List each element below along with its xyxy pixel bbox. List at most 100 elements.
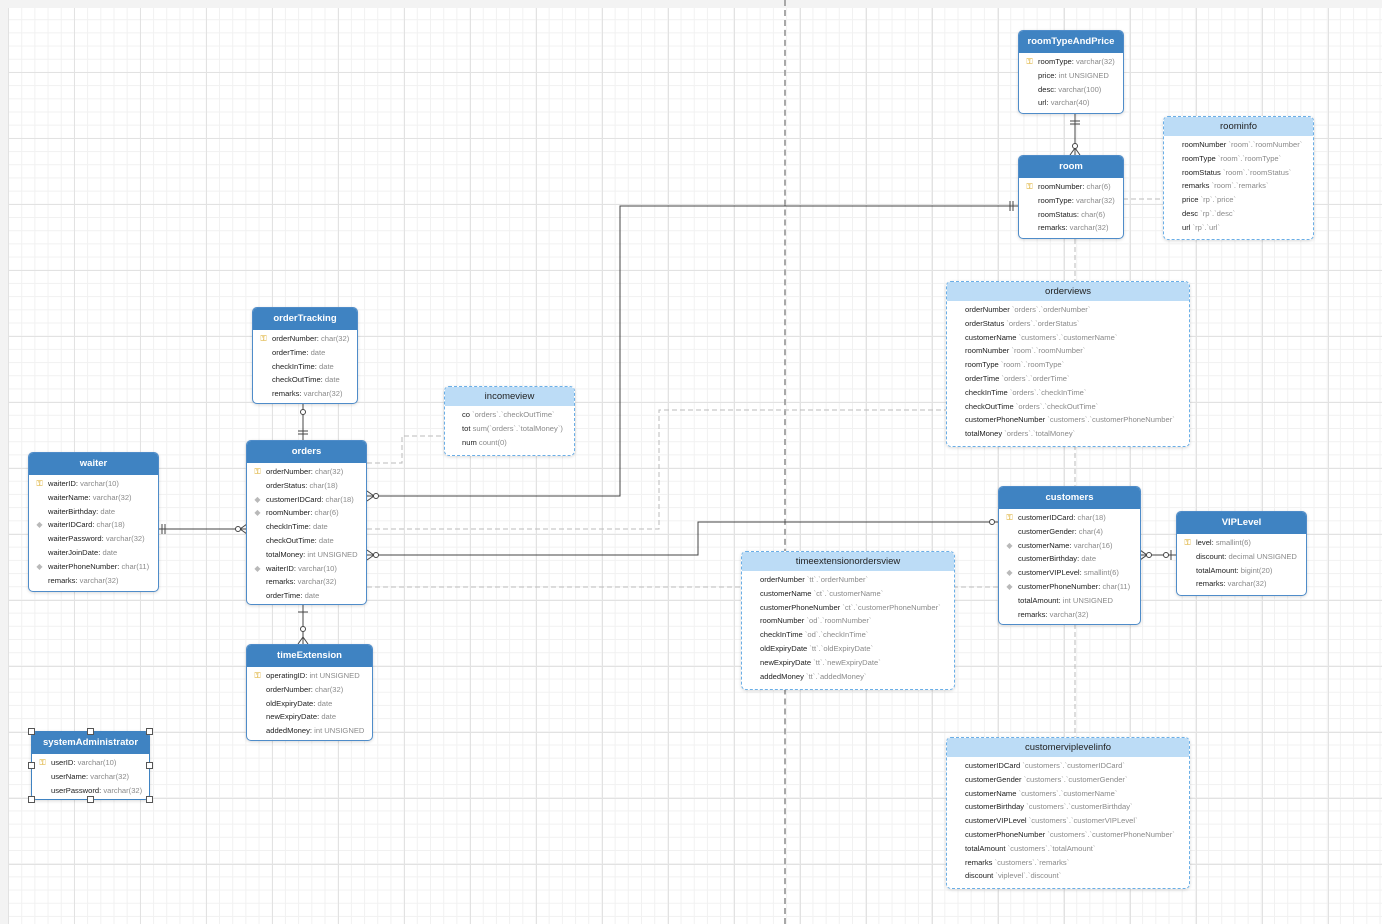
column-row[interactable]: remarks `room`.`remarks` [1164,179,1313,193]
column-row[interactable]: orderStatus `orders`.`orderStatus` [947,317,1189,331]
column-row[interactable]: checkOutTime `orders`.`checkOutTime` [947,400,1189,414]
table-room[interactable]: room ⚿roomNumber: char(6)roomType: varch… [1018,155,1124,239]
column-row[interactable]: remarks: varchar(32) [247,575,366,589]
table-timeextension[interactable]: timeExtension ⚿operatingID: int UNSIGNED… [246,644,373,741]
column-row[interactable]: checkOutTime: date [253,373,357,387]
column-row[interactable]: roomStatus: char(6) [1019,208,1123,222]
column-row[interactable]: discount: decimal UNSIGNED [1177,550,1306,564]
column-row[interactable]: ◆customerIDCard: char(18) [247,493,366,507]
table-roomtypeandprice[interactable]: roomTypeAndPrice ⚿roomType: varchar(32)p… [1018,30,1124,114]
column-row[interactable]: customerPhoneNumber `customers`.`custome… [947,828,1189,842]
column-row[interactable]: waiterJoinDate: date [29,546,158,560]
column-row[interactable]: tot sum(`orders`.`totalMoney`) [445,422,574,436]
column-row[interactable]: remarks: varchar(32) [1177,577,1306,591]
column-row[interactable]: customerGender `customers`.`customerGend… [947,773,1189,787]
column-row[interactable]: totalAmount: bigint(20) [1177,564,1306,578]
column-row[interactable]: ⚿waiterID: varchar(10) [29,477,158,491]
column-row[interactable]: ⚿roomNumber: char(6) [1019,180,1123,194]
column-row[interactable]: ⚿operatingID: int UNSIGNED [247,669,372,683]
column-row[interactable]: roomType `room`.`roomType` [1164,152,1313,166]
column-row[interactable]: price: int UNSIGNED [1019,69,1123,83]
column-row[interactable]: waiterPassword: varchar(32) [29,532,158,546]
column-row[interactable]: newExpiryDate: date [247,710,372,724]
column-row[interactable]: orderTime: date [253,346,357,360]
column-row[interactable]: discount `viplevel`.`discount` [947,869,1189,883]
column-row[interactable]: ◆roomNumber: char(6) [247,506,366,520]
column-row[interactable]: roomType: varchar(32) [1019,194,1123,208]
column-row[interactable]: remarks: varchar(32) [253,387,357,401]
column-row[interactable]: totalAmount: int UNSIGNED [999,594,1140,608]
resize-handle[interactable] [146,728,153,735]
column-row[interactable]: customerBirthday: date [999,552,1140,566]
column-row[interactable]: waiterName: varchar(32) [29,491,158,505]
column-row[interactable]: customerName `customers`.`customerName` [947,787,1189,801]
column-row[interactable]: remarks: varchar(32) [29,574,158,588]
column-row[interactable]: oldExpiryDate `tt`.`oldExpiryDate` [742,642,954,656]
column-row[interactable]: num count(0) [445,436,574,450]
column-row[interactable]: totalAmount `customers`.`totalAmount` [947,842,1189,856]
column-row[interactable]: checkInTime: date [247,520,366,534]
column-row[interactable]: ◆customerName: varchar(16) [999,539,1140,553]
resize-handle[interactable] [87,728,94,735]
column-row[interactable]: checkInTime: date [253,360,357,374]
column-row[interactable]: totalMoney: int UNSIGNED [247,548,366,562]
column-row[interactable]: orderTime `orders`.`orderTime` [947,372,1189,386]
column-row[interactable]: ◆customerVIPLevel: smallint(6) [999,566,1140,580]
column-row[interactable]: roomNumber `room`.`roomNumber` [947,344,1189,358]
table-ordertracking[interactable]: orderTracking ⚿orderNumber: char(32)orde… [252,307,358,404]
column-row[interactable]: ◆customerPhoneNumber: char(11) [999,580,1140,594]
column-row[interactable]: ⚿userID: varchar(10) [32,756,149,770]
column-row[interactable]: customerName `customers`.`customerName` [947,331,1189,345]
column-row[interactable]: url: varchar(40) [1019,96,1123,110]
column-row[interactable]: roomNumber `room`.`roomNumber` [1164,138,1313,152]
resize-handle[interactable] [146,762,153,769]
column-row[interactable]: oldExpiryDate: date [247,697,372,711]
view-orderviews[interactable]: orderviews orderNumber `orders`.`orderNu… [946,281,1190,447]
column-row[interactable]: userName: varchar(32) [32,770,149,784]
column-row[interactable]: customerIDCard `customers`.`customerIDCa… [947,759,1189,773]
column-row[interactable]: desc `rp`.`desc` [1164,207,1313,221]
column-row[interactable]: ⚿orderNumber: char(32) [247,465,366,479]
column-row[interactable]: customerVIPLevel `customers`.`customerVI… [947,814,1189,828]
column-row[interactable]: ⚿orderNumber: char(32) [253,332,357,346]
column-row[interactable]: remarks `customers`.`remarks` [947,856,1189,870]
column-row[interactable]: orderStatus: char(18) [247,479,366,493]
column-row[interactable]: ⚿level: smallint(6) [1177,536,1306,550]
column-row[interactable]: totalMoney `orders`.`totalMoney` [947,427,1189,441]
column-row[interactable]: url `rp`.`url` [1164,221,1313,235]
view-timeextensionordersview[interactable]: timeextensionordersview orderNumber `tt`… [741,551,955,690]
resize-handle[interactable] [87,796,94,803]
column-row[interactable]: addedMoney `tt`.`addedMoney` [742,670,954,684]
column-row[interactable]: addedMoney: int UNSIGNED [247,724,372,738]
column-row[interactable]: customerPhoneNumber `customers`.`custome… [947,413,1189,427]
column-row[interactable]: userPassword: varchar(32) [32,784,149,798]
column-row[interactable]: roomStatus `room`.`roomStatus` [1164,166,1313,180]
column-row[interactable]: ⚿customerIDCard: char(18) [999,511,1140,525]
column-row[interactable]: newExpiryDate `tt`.`newExpiryDate` [742,656,954,670]
column-row[interactable]: ◆waiterPhoneNumber: char(11) [29,560,158,574]
table-customers[interactable]: customers ⚿customerIDCard: char(18)custo… [998,486,1141,625]
column-row[interactable]: customerGender: char(4) [999,525,1140,539]
resize-handle[interactable] [28,796,35,803]
column-row[interactable]: customerBirthday `customers`.`customerBi… [947,800,1189,814]
column-row[interactable]: roomType `room`.`roomType` [947,358,1189,372]
table-orders[interactable]: orders ⚿orderNumber: char(32)orderStatus… [246,440,367,605]
column-row[interactable]: checkInTime `orders`.`checkInTime` [947,386,1189,400]
table-systemadministrator[interactable]: systemAdministrator ⚿userID: varchar(10)… [31,731,150,800]
column-row[interactable]: customerName `ct`.`customerName` [742,587,954,601]
column-row[interactable]: checkInTime `od`.`checkInTime` [742,628,954,642]
column-row[interactable]: waiterBirthday: date [29,505,158,519]
resize-handle[interactable] [28,762,35,769]
view-customerviplevelinfo[interactable]: customerviplevelinfo customerIDCard `cus… [946,737,1190,889]
column-row[interactable]: checkOutTime: date [247,534,366,548]
column-row[interactable]: ◆waiterIDCard: char(18) [29,518,158,532]
column-row[interactable]: orderNumber `tt`.`orderNumber` [742,573,954,587]
view-roominfo[interactable]: roominfo roomNumber `room`.`roomNumber`r… [1163,116,1314,240]
column-row[interactable]: remarks: varchar(32) [1019,221,1123,235]
column-row[interactable]: ◆waiterID: varchar(10) [247,562,366,576]
column-row[interactable]: price `rp`.`price` [1164,193,1313,207]
column-row[interactable]: customerPhoneNumber `ct`.`customerPhoneN… [742,601,954,615]
view-incomeview[interactable]: incomeview co `orders`.`checkOutTime`tot… [444,386,575,456]
column-row[interactable]: co `orders`.`checkOutTime` [445,408,574,422]
column-row[interactable]: ⚿roomType: varchar(32) [1019,55,1123,69]
